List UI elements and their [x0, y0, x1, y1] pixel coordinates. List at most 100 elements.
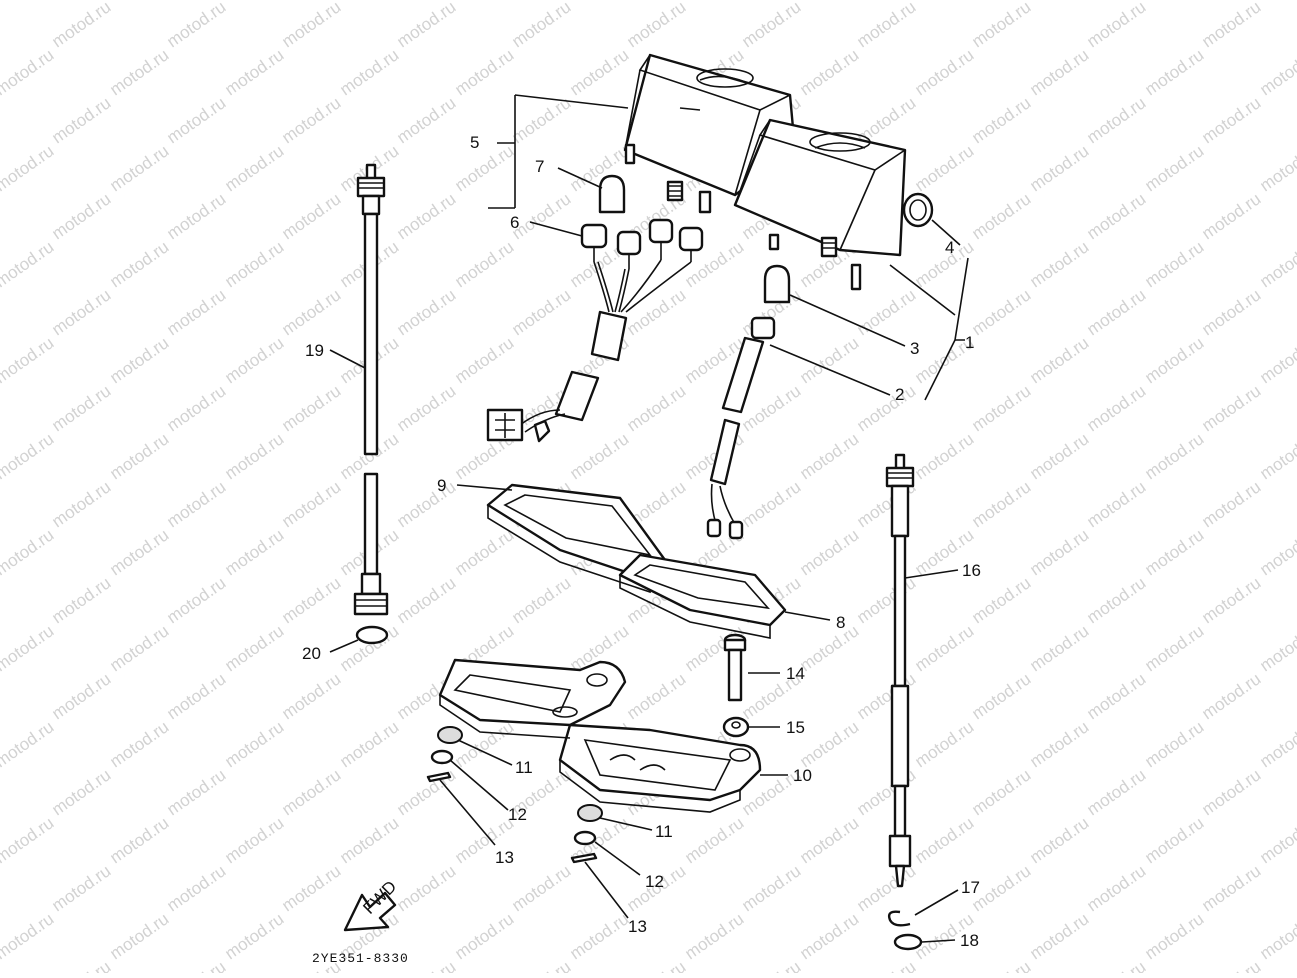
label-11a: 11 [515, 758, 533, 777]
watermark-text: motod.ru [1141, 813, 1207, 867]
watermark-text: motod.ru [968, 93, 1034, 147]
watermark-text: motod.ru [163, 573, 229, 627]
watermark-text: motod.ru [221, 525, 287, 579]
label-20: 20 [302, 644, 321, 663]
watermark-text: motod.ru [451, 525, 517, 579]
watermark-text: motod.ru [451, 141, 517, 195]
watermark-text: motod.ru [1026, 141, 1092, 195]
clip-17 [887, 910, 911, 927]
watermark-text: motod.ru [1198, 477, 1264, 531]
watermark-text: motod.ru [163, 477, 229, 531]
watermark-text: motod.ru [451, 909, 517, 963]
watermark-text: motod.ru [0, 909, 57, 963]
watermark-text: motod.ru [796, 813, 862, 867]
watermark-text: motod.ru [278, 285, 344, 339]
watermark-text: motod.ru [1256, 717, 1297, 771]
watermark-text: motod.ru [681, 0, 747, 3]
watermark-text: motod.ru [0, 45, 57, 99]
watermark-text: motod.ru [1083, 957, 1149, 973]
watermark-text: motod.ru [1198, 669, 1264, 723]
watermark-text: motod.ru [336, 813, 402, 867]
watermark-text: motod.ru [1141, 717, 1207, 771]
watermark-text: motod.ru [0, 813, 57, 867]
watermark-text: motod.ru [336, 717, 402, 771]
o-ring-20 [355, 625, 389, 645]
watermark-text: motod.ru [48, 477, 114, 531]
watermark-text: motod.ru [393, 381, 459, 435]
watermark-text: motod.ru [1198, 189, 1264, 243]
watermark-text: motod.ru [451, 333, 517, 387]
watermark-text: motod.ru [566, 0, 632, 3]
watermark-text: motod.ru [968, 381, 1034, 435]
watermark-text: motod.ru [106, 909, 172, 963]
watermark-text: motod.ru [911, 45, 977, 99]
watermark-text: motod.ru [796, 621, 862, 675]
washer-12b [573, 830, 597, 846]
label-3: 3 [910, 339, 919, 358]
watermark-text: motod.ru [0, 429, 57, 483]
watermark-text: motod.ru [1026, 525, 1092, 579]
watermark-text: motod.ru [623, 957, 689, 973]
damper-11a [437, 726, 463, 744]
watermark-text: motod.ru [1026, 813, 1092, 867]
watermark-text: motod.ru [1256, 237, 1297, 291]
bolt-14 [723, 633, 747, 702]
watermark-text: motod.ru [1198, 93, 1264, 147]
watermark-text: motod.ru [163, 189, 229, 243]
watermark-text: motod.ru [1083, 861, 1149, 915]
watermark-text: motod.ru [0, 525, 57, 579]
watermark-text: motod.ru [508, 285, 574, 339]
watermark-text: motod.ru [1141, 45, 1207, 99]
watermark-text: motod.ru [278, 477, 344, 531]
watermark-text: motod.ru [911, 717, 977, 771]
bracket-10 [438, 658, 762, 813]
damper-11b [577, 804, 603, 822]
label-16: 16 [962, 561, 981, 580]
watermark-text: motod.ru [566, 909, 632, 963]
watermark-text: motod.ru [1026, 0, 1092, 3]
watermark-text: motod.ru [911, 141, 977, 195]
watermark-text: motod.ru [681, 813, 747, 867]
watermark-text: motod.ru [393, 0, 459, 51]
watermark-text: motod.ru [1141, 429, 1207, 483]
watermark-text: motod.ru [1083, 477, 1149, 531]
cable-16 [885, 453, 915, 888]
watermark-text: motod.ru [278, 765, 344, 819]
watermark-text: motod.ru [1083, 381, 1149, 435]
watermark-text: motod.ru [106, 45, 172, 99]
watermark-text: motod.ru [1256, 429, 1297, 483]
watermark-text: motod.ru [163, 861, 229, 915]
callout-labels: 5 7 6 4 1 3 2 19 9 8 16 20 14 15 10 11 1… [302, 133, 981, 950]
watermark-text: motod.ru [106, 141, 172, 195]
watermark-text: motod.ru [163, 285, 229, 339]
watermark-text: motod.ru [221, 333, 287, 387]
watermark-text: motod.ru [221, 0, 287, 3]
watermark-text: motod.ru [853, 957, 919, 973]
watermark-text: motod.ru [853, 93, 919, 147]
pin-13a [426, 771, 452, 783]
watermark-text: motod.ru [221, 813, 287, 867]
watermark-text: motod.ru [48, 0, 114, 51]
watermark-text: motod.ru [1141, 237, 1207, 291]
watermark-text: motod.ru [451, 0, 517, 3]
watermark-text: motod.ru [1256, 333, 1297, 387]
watermark-text: motod.ru [0, 717, 57, 771]
watermark-text: motod.ru [911, 621, 977, 675]
watermark-text: motod.ru [221, 237, 287, 291]
watermark-text: motod.ru [1026, 237, 1092, 291]
watermark-text: motod.ru [623, 381, 689, 435]
watermark-text: motod.ru [911, 0, 977, 3]
watermark-text: motod.ru [1083, 669, 1149, 723]
watermark-text: motod.ru [0, 621, 57, 675]
watermark-text: motod.ru [106, 333, 172, 387]
watermark-text: motod.ru [106, 813, 172, 867]
watermark-text: motod.ru [278, 381, 344, 435]
watermark-text: motod.ru [48, 285, 114, 339]
watermark-text: motod.ru [278, 573, 344, 627]
watermark-text: motod.ru [336, 45, 402, 99]
watermark-text: motod.ru [1198, 381, 1264, 435]
watermark-text: motod.ru [278, 0, 344, 51]
watermark-text: motod.ru [566, 429, 632, 483]
watermark-text: motod.ru [1198, 0, 1264, 51]
